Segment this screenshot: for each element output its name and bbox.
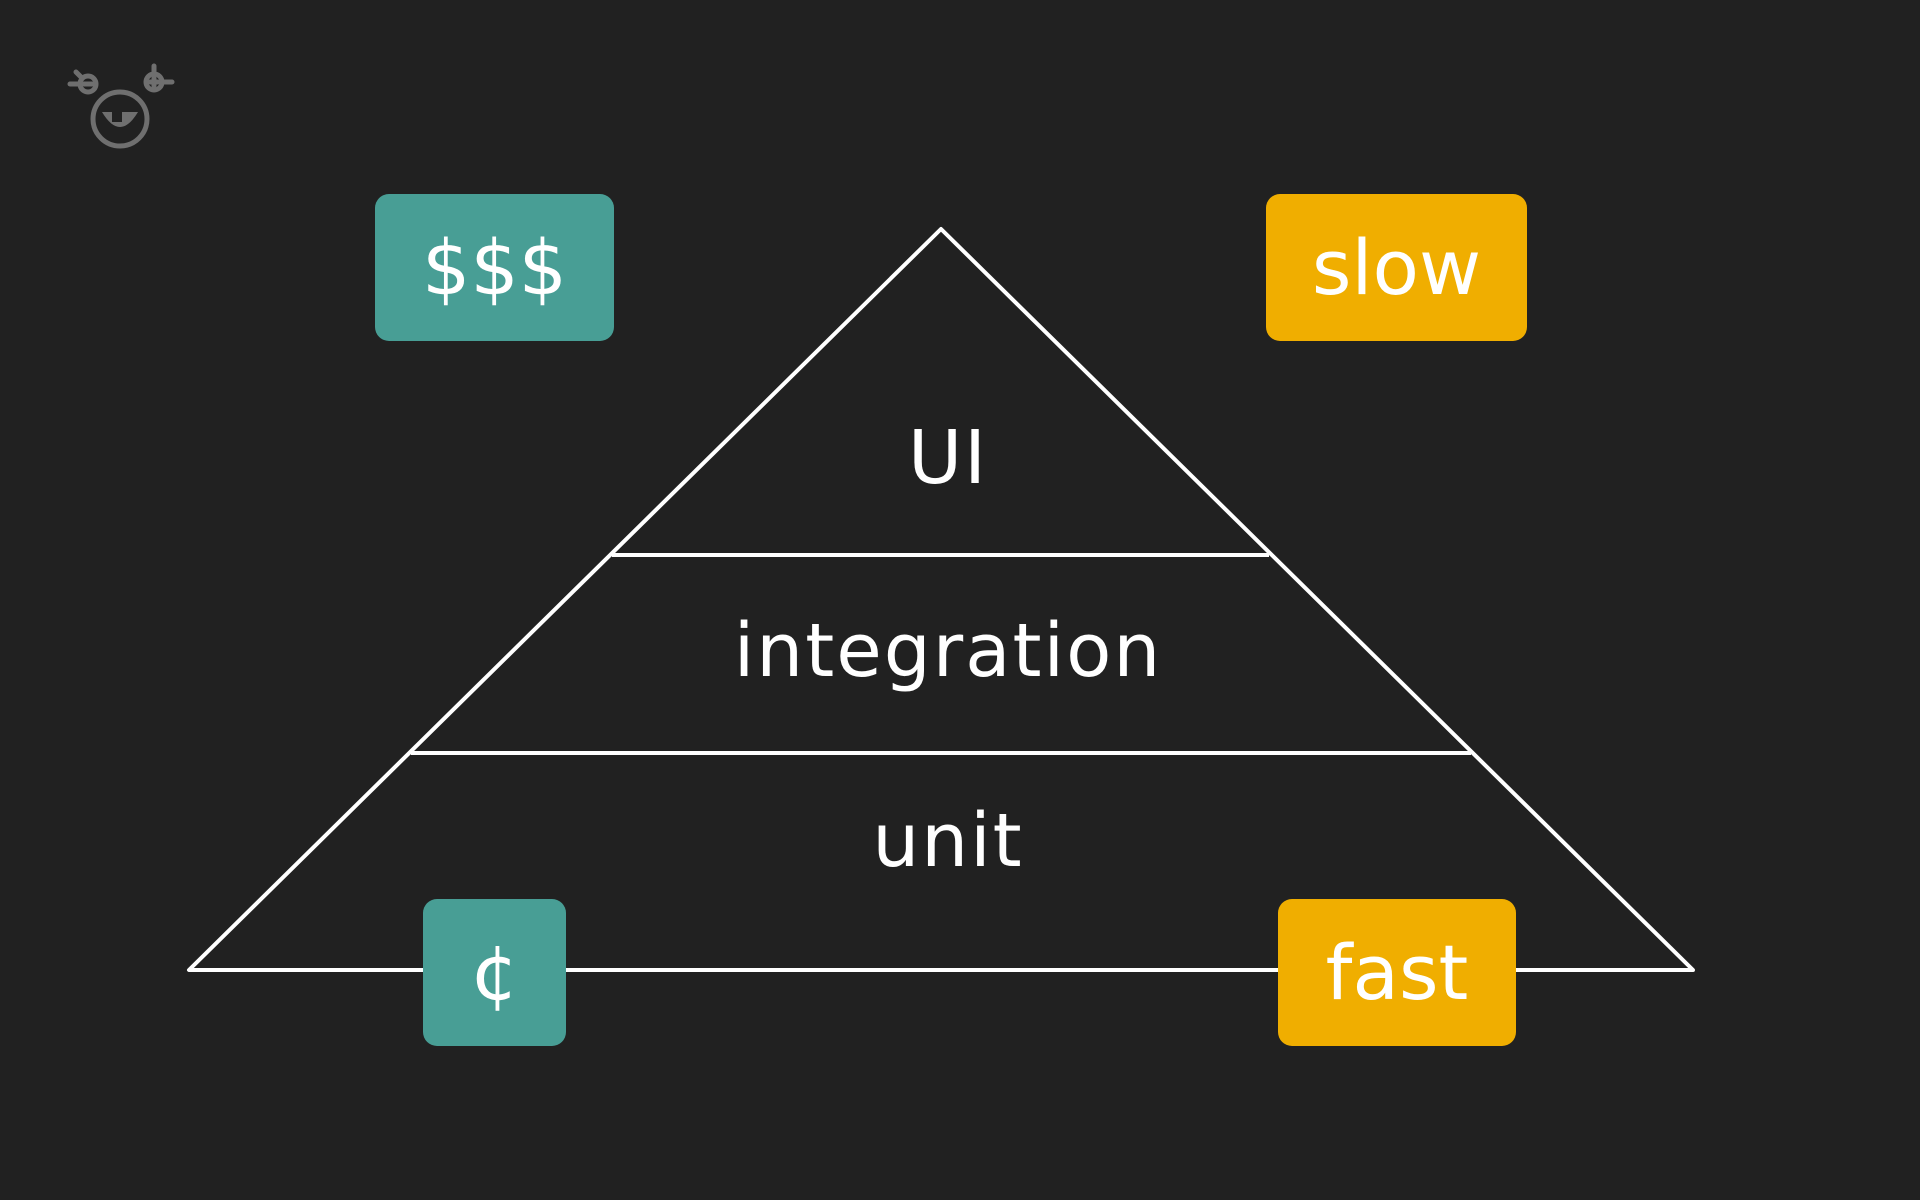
layer-label-unit: unit xyxy=(872,798,1023,884)
badge-slow-label: slow xyxy=(1311,223,1482,312)
badge-expensive-label: $$$ xyxy=(421,223,568,312)
badge-fast-label: fast xyxy=(1325,928,1469,1017)
smiley-logo-icon xyxy=(67,63,175,149)
layer-label-ui: UI xyxy=(908,415,988,501)
layer-label-integration: integration xyxy=(734,608,1163,694)
badge-expensive: $$$ xyxy=(375,194,614,341)
badge-slow: slow xyxy=(1266,194,1527,341)
badge-fast: fast xyxy=(1278,899,1516,1046)
pyramid-outline xyxy=(187,227,1695,972)
badge-cheap: ¢ xyxy=(423,899,566,1046)
badge-cheap-label: ¢ xyxy=(470,928,519,1017)
